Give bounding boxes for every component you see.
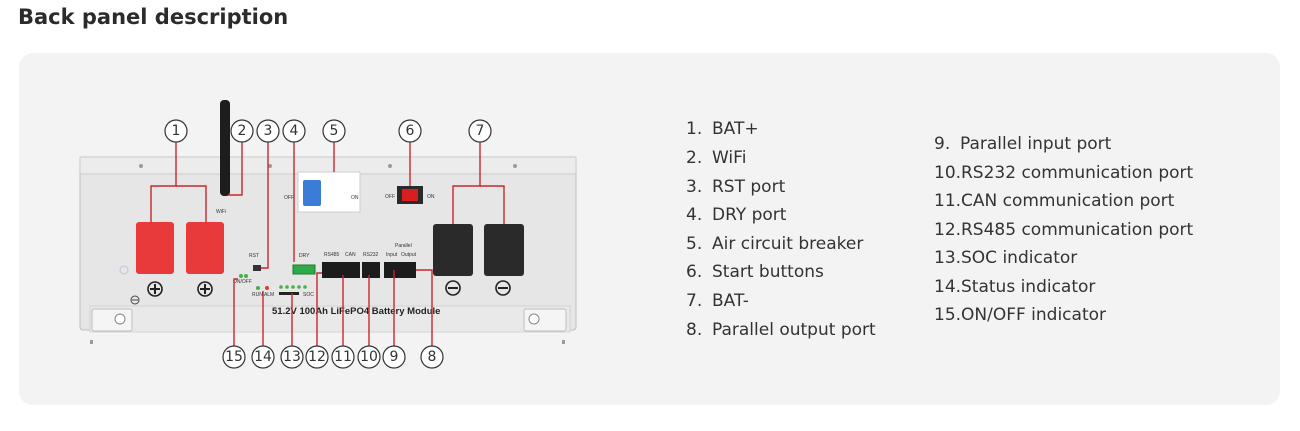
callout-3: 3 <box>264 123 273 139</box>
rst-port-label: RST <box>249 253 259 259</box>
rs232-port-label: RS232 <box>363 252 379 258</box>
status-indicator-run <box>256 286 260 290</box>
rs485-port-label: RS485 <box>324 252 340 258</box>
callout-15: 15 <box>225 349 243 365</box>
rst-port[interactable] <box>253 265 261 271</box>
breaker-on-label: ON <box>351 195 359 201</box>
breaker-off-label: OFF <box>284 195 294 201</box>
start-off-label: OFF <box>385 194 395 200</box>
parallel-output-label: Output <box>401 252 417 258</box>
legend-item: 12.RS485 communication port <box>934 220 1194 240</box>
left-mount-bracket <box>91 308 133 332</box>
left-bracket-screw-icon <box>114 313 126 325</box>
legend-item: 7.BAT- <box>686 291 749 311</box>
bat-negative-terminal-2[interactable] <box>484 224 524 276</box>
legend-item: 11.CAN communication port <box>934 191 1175 211</box>
legend-item: 14.Status indicator <box>934 277 1096 297</box>
callout-10: 10 <box>360 349 378 365</box>
callout-13: 13 <box>283 349 301 365</box>
wifi-port-label: WiFi <box>216 209 226 215</box>
model-label: 51.2V 100Ah LiFePO4 Battery Module <box>272 306 440 317</box>
fan-vent-icon <box>119 265 129 275</box>
bat-positive-terminal-2[interactable] <box>186 222 224 274</box>
bat-negative-terminal-1[interactable] <box>433 224 473 276</box>
legend-item: 1.BAT+ <box>686 119 759 139</box>
parallel-input-label: Input <box>386 252 398 258</box>
callout-7: 7 <box>476 123 485 139</box>
legend-item: 15.ON/OFF indicator <box>934 305 1106 325</box>
legend-item: 8.Parallel output port <box>686 320 876 340</box>
callout-5: 5 <box>330 123 339 139</box>
parallel-port-label: Parallel <box>395 243 412 249</box>
rs232-port[interactable] <box>362 262 380 278</box>
callout-4: 4 <box>290 123 299 139</box>
right-bracket-screw-icon <box>528 313 540 325</box>
can-port-label: CAN <box>345 252 356 258</box>
legend-item: 4.DRY port <box>686 205 787 225</box>
start-on-label: ON <box>427 194 435 200</box>
bat-positive-terminal-1[interactable] <box>136 222 174 274</box>
plus-icon <box>197 281 213 297</box>
start-button[interactable] <box>402 189 418 201</box>
bottom-rail <box>89 305 571 333</box>
status-indicator-alarm <box>265 286 269 290</box>
legend-item: 10.RS232 communication port <box>934 163 1194 183</box>
minus-icon <box>495 280 511 296</box>
onoff-indicator <box>239 274 243 278</box>
legend-item: 2.WiFi <box>686 148 747 168</box>
dry-port-label: DRY <box>299 253 310 259</box>
dry-port[interactable] <box>292 264 316 275</box>
callout-1: 1 <box>172 123 181 139</box>
soc-indicator-label: SOC <box>303 292 314 298</box>
minus-icon <box>445 280 461 296</box>
callout-markers <box>164 119 492 369</box>
callout-11: 11 <box>334 349 352 365</box>
page-title: Back panel description <box>18 5 289 29</box>
callout-2: 2 <box>238 123 247 139</box>
callout-9: 9 <box>390 349 399 365</box>
ground-icon <box>130 295 140 305</box>
back-panel-diagram: WiFi OFF ON OFF ON RST DRY RS485 CAN RS2… <box>79 100 577 369</box>
callout-8: 8 <box>428 349 437 365</box>
soc-indicator <box>279 285 307 289</box>
parallel-ports[interactable] <box>384 262 416 278</box>
legend-item: 6.Start buttons <box>686 262 824 282</box>
onoff-indicator-label: ON/OFF <box>233 279 252 285</box>
legend-item: 13.SOC indicator <box>934 248 1078 268</box>
callout-lines <box>150 142 505 346</box>
legend-item: 5.Air circuit breaker <box>686 234 864 254</box>
legend-item: 3.RST port <box>686 177 786 197</box>
top-screws <box>139 164 517 168</box>
battery-top-strip <box>79 156 577 175</box>
plus-icon <box>147 281 163 297</box>
callout-14: 14 <box>254 349 272 365</box>
rs485-port[interactable] <box>322 262 360 278</box>
callout-6: 6 <box>406 123 415 139</box>
breaker-handle[interactable] <box>303 180 321 206</box>
wifi-antenna[interactable] <box>220 100 230 196</box>
callout-12: 12 <box>308 349 326 365</box>
legend-item: 9.Parallel input port <box>934 134 1112 154</box>
